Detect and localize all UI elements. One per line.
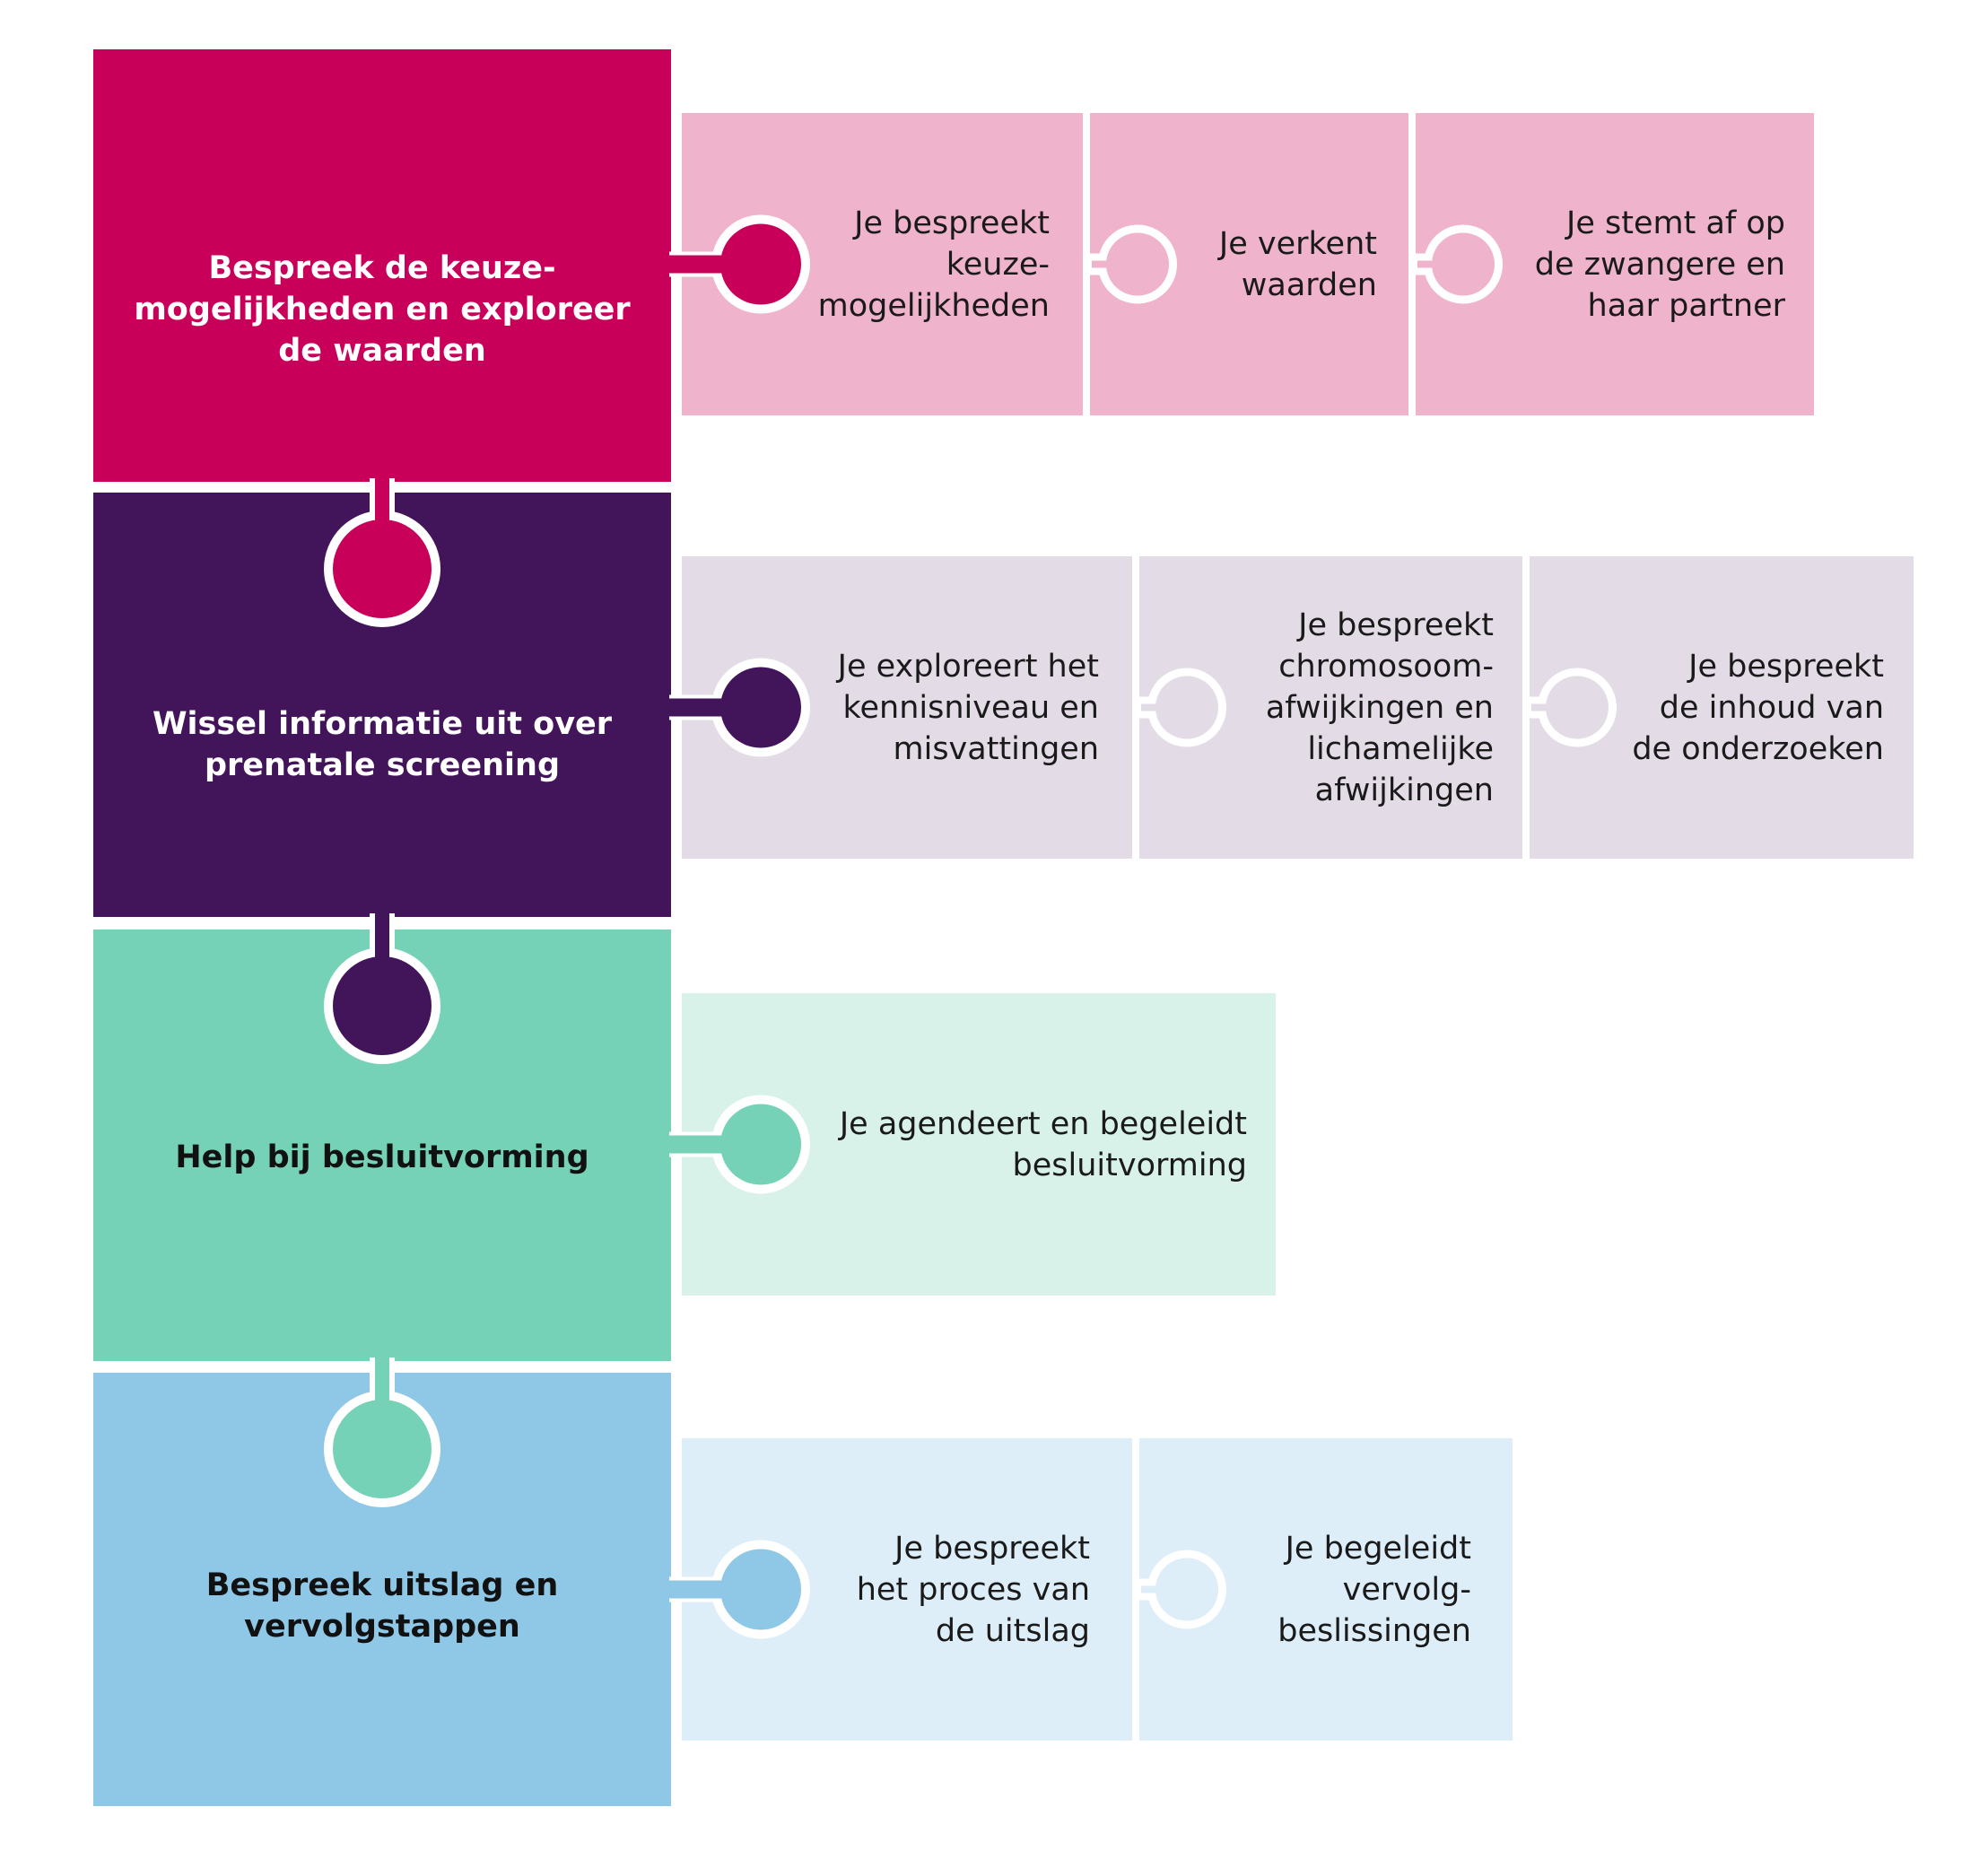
row-2-step-2-knob (1155, 676, 1218, 739)
row-1-down-knob (333, 519, 432, 618)
row-2-step-3-knob (1546, 676, 1609, 739)
row-4-step-2-label: Je begeleidt vervolg- beslissingen (1277, 1530, 1471, 1649)
row-2-step-1-label: Je exploreert het kennisniveau en misvat… (837, 648, 1099, 767)
row-1-step-3-knob (1432, 232, 1495, 296)
row-1-step-2-knob (1106, 232, 1169, 296)
row-4-title: Bespreek uitslag en vervolgstappen (205, 1567, 559, 1645)
row-2-title: Wissel informatie uit over prenatale scr… (152, 706, 613, 783)
row-4-connector-knob (720, 1549, 801, 1630)
row-1-step-3-label: Je stemt af op de zwangere en haar partn… (1534, 205, 1785, 324)
row-1-main-panel (93, 49, 671, 482)
row-2-down-knob (333, 956, 432, 1055)
row-2-step-2-label: Je bespreekt chromosoom- afwijkingen en … (1265, 607, 1494, 808)
row-4-step-2-knob (1155, 1558, 1218, 1621)
row-1-connector-knob (720, 223, 801, 305)
row-1-step-1-label: Je bespreekt keuze- mogelijkheden (817, 205, 1050, 324)
row-1-step-2-label: Je verkent waarden (1218, 225, 1377, 303)
row-3-step-1-label: Je agendeert en begeleidt besluitvorming (839, 1105, 1247, 1183)
row-4-step-1-label: Je bespreekt het proces van de uitslag (856, 1530, 1090, 1649)
row-2-connector-knob (720, 667, 801, 748)
row-3-down-knob (333, 1400, 432, 1498)
row-2-step-3-label: Je bespreekt de inhoud van de onderzoeke… (1632, 648, 1884, 767)
row-3-connector-knob (720, 1104, 801, 1185)
row-1-title: Bespreek de keuze- mogelijkheden en expl… (134, 250, 631, 369)
row-3-title: Help bij besluitvorming (175, 1139, 589, 1175)
